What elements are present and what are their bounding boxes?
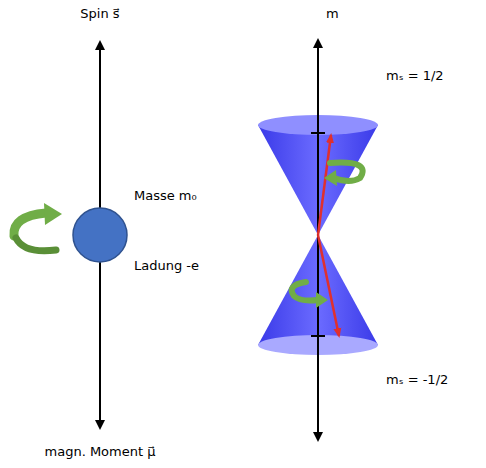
- electron-sphere: [73, 208, 127, 262]
- spin-vector: [318, 135, 331, 235]
- precession-arrowhead: [316, 292, 328, 308]
- tick: [311, 132, 325, 134]
- spin-label: Spin s⃗: [80, 6, 119, 22]
- precession-arrow: [292, 282, 318, 301]
- tick: [311, 335, 325, 337]
- spin-vector: [318, 235, 339, 336]
- quantum-number-label: mₛ = -1/2: [386, 372, 448, 388]
- rotation-arrow: [14, 213, 46, 236]
- precession-arrowhead: [324, 170, 337, 186]
- rotation-arrowhead: [44, 203, 62, 225]
- axis-label: m: [326, 6, 339, 22]
- quantum-number-label: mₛ = 1/2: [386, 68, 444, 84]
- moment-label: magn. Moment μ⃗: [45, 444, 156, 460]
- mass-label: Masse m₀: [134, 188, 197, 204]
- charge-label: Ladung -e: [134, 258, 199, 274]
- rotation-arrow-back: [16, 238, 56, 251]
